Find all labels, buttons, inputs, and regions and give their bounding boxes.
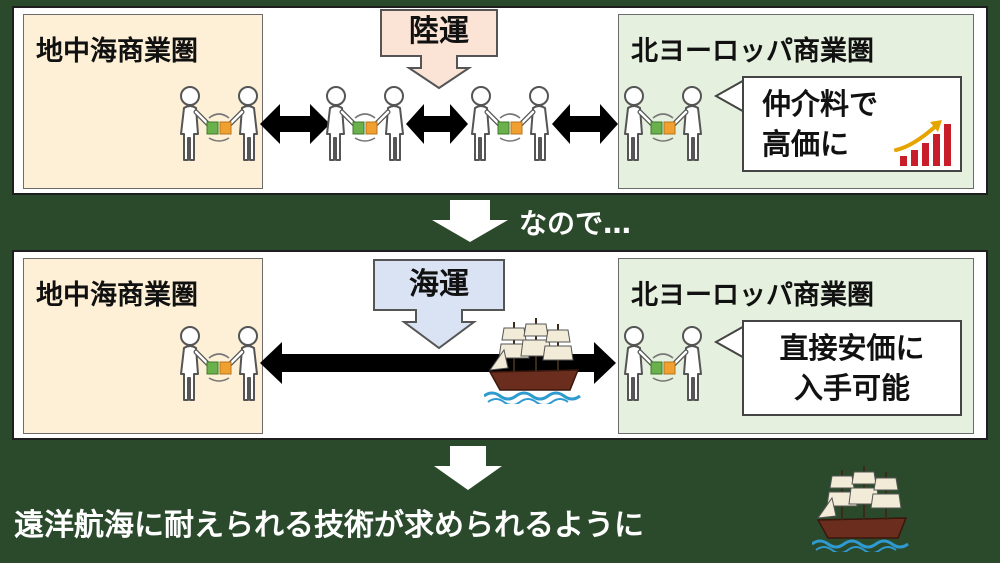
down-arrow-icon [434,446,502,490]
double-arrow-icon [552,104,618,144]
mediterranean-region: 地中海商業圏 [23,258,263,434]
sea-trade-panel: 地中海商業圏 北ヨーロッパ商業圏 海運 直接安価に 入手可能 [12,250,988,440]
price-note-line1: 直接安価に [779,331,925,365]
northern-europe-region-title: 北ヨーロッパ商業圏 [631,36,874,67]
price-note-line1: 仲介料で [762,87,879,121]
sea-transport-label: 海運 [409,267,469,302]
sailing-ship-icon [812,462,912,552]
trading-people-icon [174,84,264,164]
connector-text: なので… [519,207,632,240]
trading-people-icon [465,84,555,164]
double-arrow-icon [260,104,330,144]
double-arrow-icon [406,104,468,144]
speech-bubble-tail [713,323,749,361]
land-transport-callout [380,9,498,90]
land-trade-panel: 地中海商業圏 北ヨーロッパ商業圏 陸運 仲介料で 高価に [12,6,988,195]
mediterranean-region-title: 地中海商業圏 [36,280,198,311]
sea-transport-callout [373,259,505,350]
long-double-arrow-icon [260,342,616,384]
northern-europe-region-title: 北ヨーロッパ商業圏 [631,280,874,311]
speech-bubble-tail [713,77,749,115]
price-note-bubble: 直接安価に 入手可能 [742,320,962,416]
price-note-line2: 入手可能 [793,371,910,405]
price-note-bubble: 仲介料で 高価に [742,76,962,172]
conclusion-text: 遠洋航海に耐えられる技術が求められるように [14,508,644,543]
rising-chart-icon [894,120,951,166]
land-transport-label: 陸運 [409,14,469,49]
price-note-line2: 高価に [762,127,850,161]
down-arrow-icon [432,200,508,242]
trading-people-icon [618,324,708,404]
mediterranean-region-title: 地中海商業圏 [36,36,198,67]
trading-people-icon [618,84,708,164]
mediterranean-region: 地中海商業圏 [23,14,263,189]
trading-people-icon [320,84,410,164]
sailing-ship-icon [484,314,584,404]
trading-people-icon [174,324,264,404]
